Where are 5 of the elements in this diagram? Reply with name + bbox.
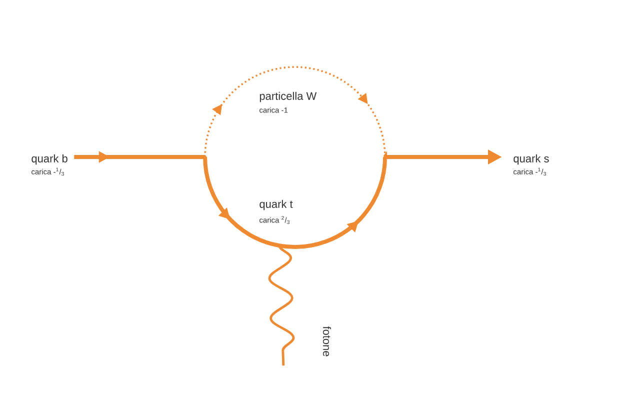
label: fotone [322, 326, 332, 356]
arc-line [203, 156, 282, 248]
label: particella W [260, 92, 317, 102]
arc-line [204, 66, 386, 158]
wavy-line [268, 245, 295, 366]
